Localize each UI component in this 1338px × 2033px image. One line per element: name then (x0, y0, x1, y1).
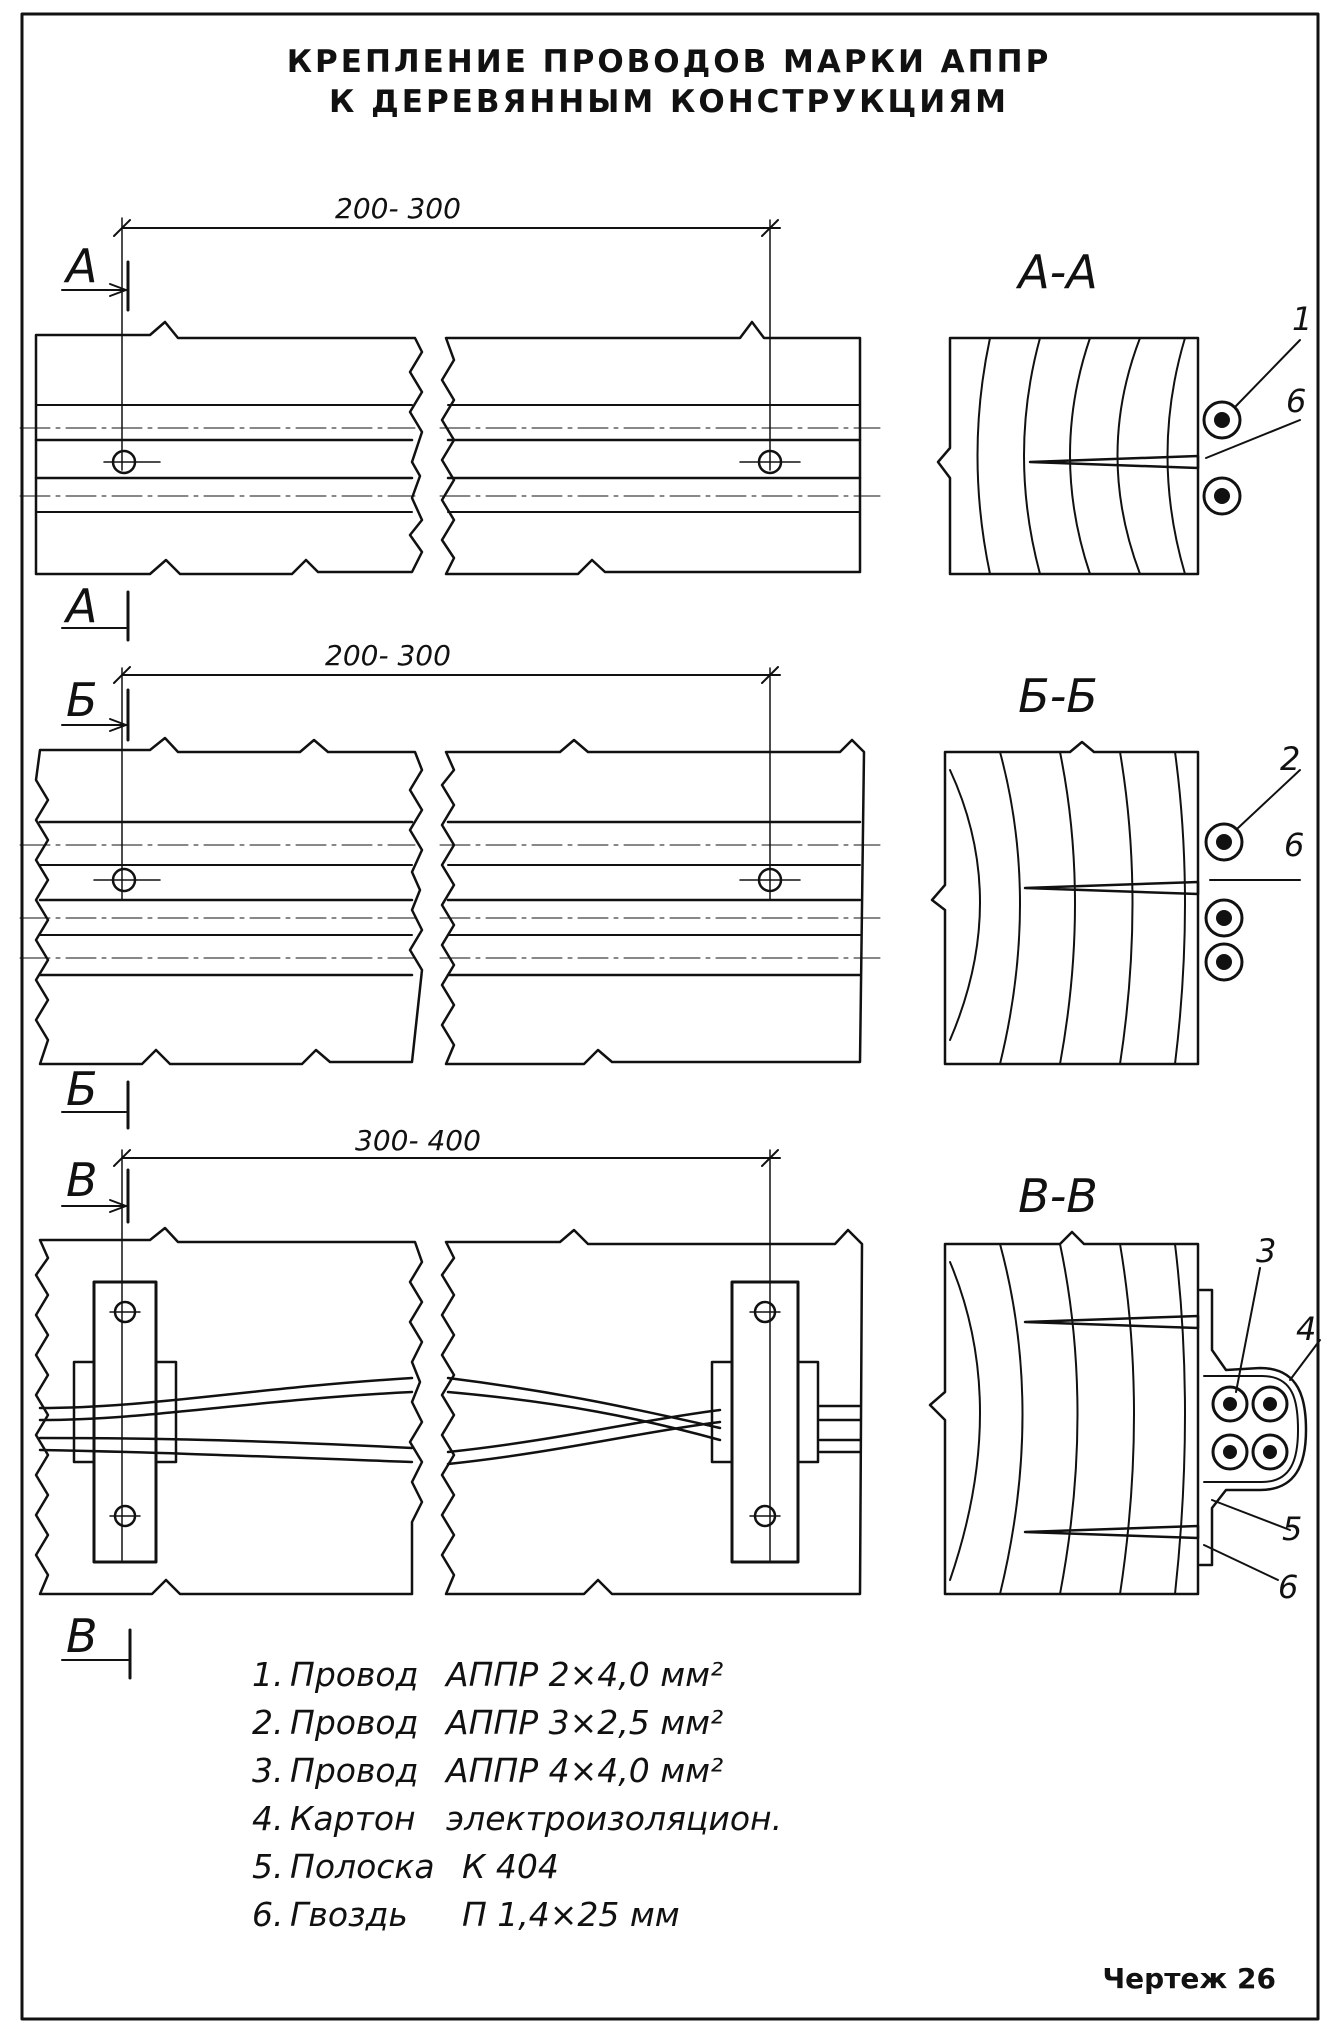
sheet-frame (20, 12, 1320, 2021)
section-a-a: А-А 1 6 (936, 245, 1312, 576)
legend-num: 3. (252, 1751, 284, 1790)
legend-name: Гвоздь (290, 1895, 408, 1934)
view-b-dimension: 200- 300 (325, 639, 451, 672)
section-a-a-title: А-А (1015, 245, 1098, 299)
legend-spec: АППР 4×4,0 мм² (444, 1751, 723, 1790)
view-b-mark-bottom: Б (66, 1062, 98, 1116)
legend-num: 1. (252, 1655, 284, 1694)
legend-item: 3. Провод АППР 4×4,0 мм² (252, 1751, 723, 1790)
title-line-2: К ДЕРЕВЯННЫМ КОНСТРУКЦИЯМ (329, 84, 1009, 120)
callout-2: 2 (1280, 740, 1300, 778)
callout-4: 4 (1296, 1310, 1316, 1348)
callout-6-a: 6 (1286, 382, 1306, 420)
section-v-v-title: В-В (1018, 1169, 1098, 1223)
callout-5: 5 (1282, 1510, 1302, 1548)
view-b-plan: 200- 300 Б Б (19, 639, 881, 1130)
legend: 1. Провод АППР 2×4,0 мм² 2. Провод АППР … (252, 1655, 782, 1934)
drawing-number: Чертеж 26 (1103, 1962, 1276, 1995)
legend-spec: К 404 (462, 1847, 559, 1886)
legend-spec: АППР 2×4,0 мм² (444, 1655, 723, 1694)
callout-3: 3 (1256, 1232, 1276, 1270)
view-v-dimension: 300- 400 (355, 1124, 481, 1157)
callout-6-v: 6 (1278, 1568, 1298, 1606)
legend-item: 6. Гвоздь П 1,4×25 мм (252, 1895, 680, 1934)
legend-item: 1. Провод АППР 2×4,0 мм² (252, 1655, 723, 1694)
legend-spec: АППР 3×2,5 мм² (444, 1703, 723, 1742)
legend-spec: электроизоляцион. (446, 1799, 782, 1838)
view-b-mark-top: Б (66, 673, 98, 727)
view-v-plan: 300- 400 В В (34, 1124, 864, 1680)
title-line-1: КРЕПЛЕНИЕ ПРОВОДОВ МАРКИ АППР (287, 44, 1052, 80)
section-v-v: В-В 3 4 5 6 (928, 1169, 1321, 1606)
view-a-mark-bottom: А (63, 579, 97, 633)
legend-num: 5. (252, 1847, 284, 1886)
legend-name: Полоска (290, 1847, 435, 1886)
view-v-mark-bottom: В (66, 1609, 98, 1663)
legend-name: Картон (290, 1799, 416, 1838)
callout-1: 1 (1292, 300, 1312, 338)
legend-item: 5. Полоска К 404 (252, 1847, 559, 1886)
legend-item: 4. Картон электроизоляцион. (252, 1799, 782, 1838)
callout-6-b: 6 (1284, 826, 1304, 864)
legend-spec: П 1,4×25 мм (462, 1895, 680, 1934)
legend-num: 2. (252, 1703, 284, 1742)
view-a-mark-top: А (63, 239, 97, 293)
legend-num: 4. (252, 1799, 284, 1838)
legend-name: Провод (290, 1751, 418, 1790)
legend-num: 6. (252, 1895, 284, 1934)
view-a-plan: 200- 300 А А (19, 192, 881, 642)
section-b-b-title: Б-Б (1018, 669, 1098, 723)
legend-item: 2. Провод АППР 3×2,5 мм² (252, 1703, 723, 1742)
section-b-b: Б-Б 2 6 (930, 669, 1304, 1066)
view-v-mark-top: В (66, 1153, 98, 1207)
legend-name: Провод (290, 1703, 418, 1742)
legend-name: Провод (290, 1655, 418, 1694)
view-a-dimension: 200- 300 (335, 192, 461, 225)
